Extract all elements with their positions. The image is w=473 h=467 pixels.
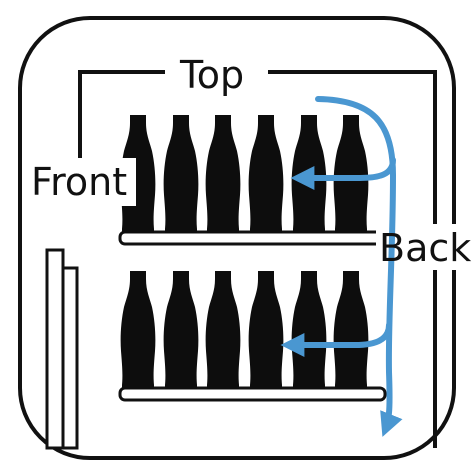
upper-shelf bbox=[118, 230, 387, 246]
door-panel-inner bbox=[61, 266, 79, 450]
airflow-upper-branch-arrow-icon bbox=[290, 157, 396, 190]
airflow-arrows bbox=[280, 96, 403, 437]
compartment-top-left-line bbox=[78, 70, 165, 180]
lower-shelf bbox=[118, 386, 387, 402]
compartment-top-right-line bbox=[268, 70, 437, 448]
label-front: Front bbox=[31, 160, 127, 204]
door-panel-outer bbox=[45, 248, 65, 450]
airflow-main-arrow-icon bbox=[315, 96, 403, 437]
front-label-bg bbox=[28, 158, 136, 206]
label-top: Top bbox=[179, 53, 244, 97]
label-back: Back bbox=[379, 226, 471, 270]
airflow-lower-branch-arrow-icon bbox=[280, 322, 392, 357]
